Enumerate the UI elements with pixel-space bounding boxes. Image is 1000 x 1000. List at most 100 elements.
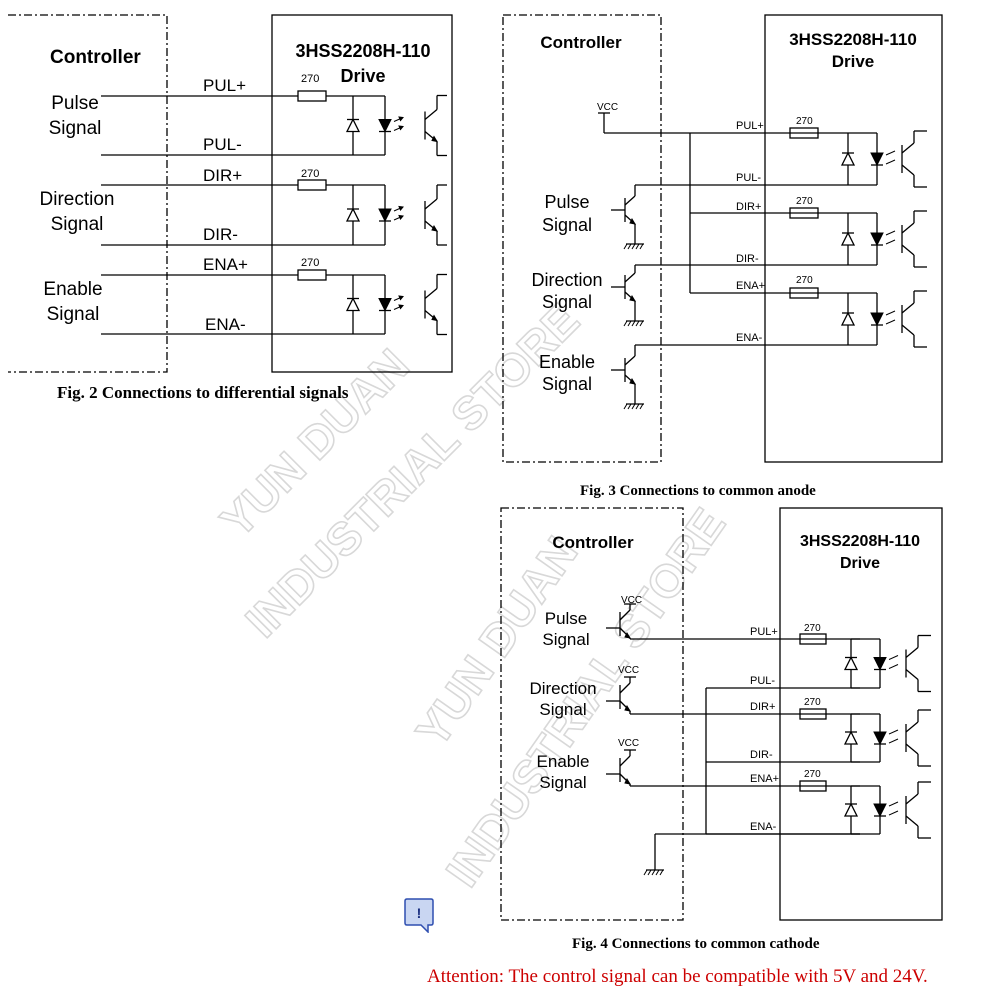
transistor-collector [624, 272, 636, 283]
resistor-value: 270 [301, 73, 319, 85]
pin-label-pul-plus: PUL+ [203, 76, 246, 95]
resistor [297, 90, 327, 102]
protection-diode [840, 231, 856, 246]
drive-title-model: 3HSS2208H-110 [800, 533, 920, 550]
pin-label-ena-plus: ENA+ [736, 280, 765, 292]
resistor [799, 708, 827, 720]
emitter-arrow [629, 217, 637, 225]
pin-label-pul-plus: PUL+ [750, 626, 778, 638]
led-icon [378, 208, 392, 223]
light-arrow [888, 664, 899, 669]
light-arrow-head [398, 295, 404, 301]
attention-note: Attention: The control signal can be com… [427, 966, 928, 987]
light-arrow [885, 230, 896, 236]
resistor-value: 270 [796, 275, 813, 286]
emitter-arrow [624, 704, 632, 712]
emitter-arrow [629, 294, 637, 302]
ground-hatch [627, 320, 632, 327]
ground-hatch [659, 869, 664, 876]
resistor-value: 270 [796, 196, 813, 207]
ground-icon [623, 243, 644, 250]
ground-hatch [651, 869, 656, 876]
protection-diode [840, 151, 856, 166]
light-arrow-head [398, 205, 404, 211]
phototransistor-emitter [905, 815, 919, 827]
controller-title: Controller [552, 533, 634, 552]
optocoupler-inputs [606, 603, 931, 876]
resistor-value: 270 [804, 623, 821, 634]
emitter-arrow [431, 314, 439, 322]
drive-box [764, 14, 943, 463]
ground-icon [643, 869, 664, 876]
ground-hatch [631, 403, 636, 410]
signal-label-direction-2: Signal [539, 700, 586, 719]
ground-hatch [623, 320, 628, 327]
pin-label-ena-plus: ENA+ [750, 773, 779, 785]
led-icon [870, 232, 884, 247]
resistor [789, 207, 819, 219]
ground-hatch [647, 869, 652, 876]
signal-label-enable-1: Enable [43, 279, 102, 300]
protection-diode [840, 311, 856, 326]
signal-label-pulse-1: Pulse [544, 192, 589, 212]
ground-hatch [639, 243, 644, 250]
signal-label-direction-2: Signal [51, 214, 104, 235]
phototransistor-collector [905, 647, 919, 658]
phototransistor-collector [905, 793, 919, 805]
ground-icon [623, 403, 644, 410]
signal-label-enable-2: Signal [539, 773, 586, 792]
phototransistor-emitter [901, 164, 915, 176]
figure-2-differential: Controller 3HSS2208H-110 Drive Pulse Sig… [8, 14, 453, 402]
signal-label-pulse-2: Signal [542, 215, 592, 235]
resistor-value: 270 [301, 257, 319, 269]
light-arrow-head [398, 304, 404, 310]
phototransistor-emitter [905, 743, 919, 755]
light-arrow [885, 319, 896, 325]
led-icon [873, 657, 887, 671]
emitter-arrow [431, 224, 439, 232]
pin-label-dir-plus: DIR+ [736, 201, 761, 213]
pin-label-pul-minus: PUL- [203, 135, 242, 154]
ground-hatch [623, 243, 628, 250]
transistor-collector [619, 682, 631, 694]
signal-label-enable-2: Signal [542, 374, 592, 394]
drive-title-model: 3HSS2208H-110 [789, 30, 917, 49]
emitter-arrow [624, 631, 632, 639]
transistor-collector [619, 609, 631, 621]
light-arrow [888, 738, 899, 744]
resistor [799, 780, 827, 792]
phototransistor-emitter [901, 244, 915, 256]
vcc-label: VCC [618, 738, 639, 749]
ground-hatch [627, 243, 632, 250]
protection-diode [843, 656, 859, 671]
signal-label-enable-1: Enable [539, 352, 595, 372]
exclamation-note-icon[interactable]: ! [404, 897, 434, 933]
optocoupler-inputs [101, 90, 447, 336]
note-badge-symbol: ! [417, 905, 422, 921]
pin-label-dir-minus: DIR- [736, 253, 759, 265]
signal-label-pulse-1: Pulse [51, 93, 99, 114]
light-arrow [888, 801, 899, 807]
transistor-collector [624, 355, 636, 366]
controller-box [8, 14, 168, 373]
resistor [799, 633, 827, 645]
pin-label-dir-plus: DIR+ [750, 701, 775, 713]
resistor-value: 270 [804, 769, 821, 780]
ground-hatch [635, 320, 640, 327]
light-arrow-head [398, 125, 404, 131]
ground-hatch [639, 320, 644, 327]
resistor-value: 270 [804, 697, 821, 708]
signal-label-direction-1: Direction [531, 270, 602, 290]
ground-hatch [635, 243, 640, 250]
optocoupler-inputs [598, 112, 927, 410]
npn-transistor [611, 195, 637, 225]
vcc-label: VCC [618, 665, 639, 676]
phototransistor-emitter [905, 669, 919, 680]
pin-label-dir-plus: DIR+ [203, 166, 242, 185]
phototransistor-collector [901, 302, 915, 314]
drive-title-label: Drive [832, 52, 875, 71]
light-arrow [885, 239, 896, 245]
ground-icon [623, 320, 644, 327]
emitter-arrow [629, 377, 637, 385]
controller-box [502, 14, 662, 463]
